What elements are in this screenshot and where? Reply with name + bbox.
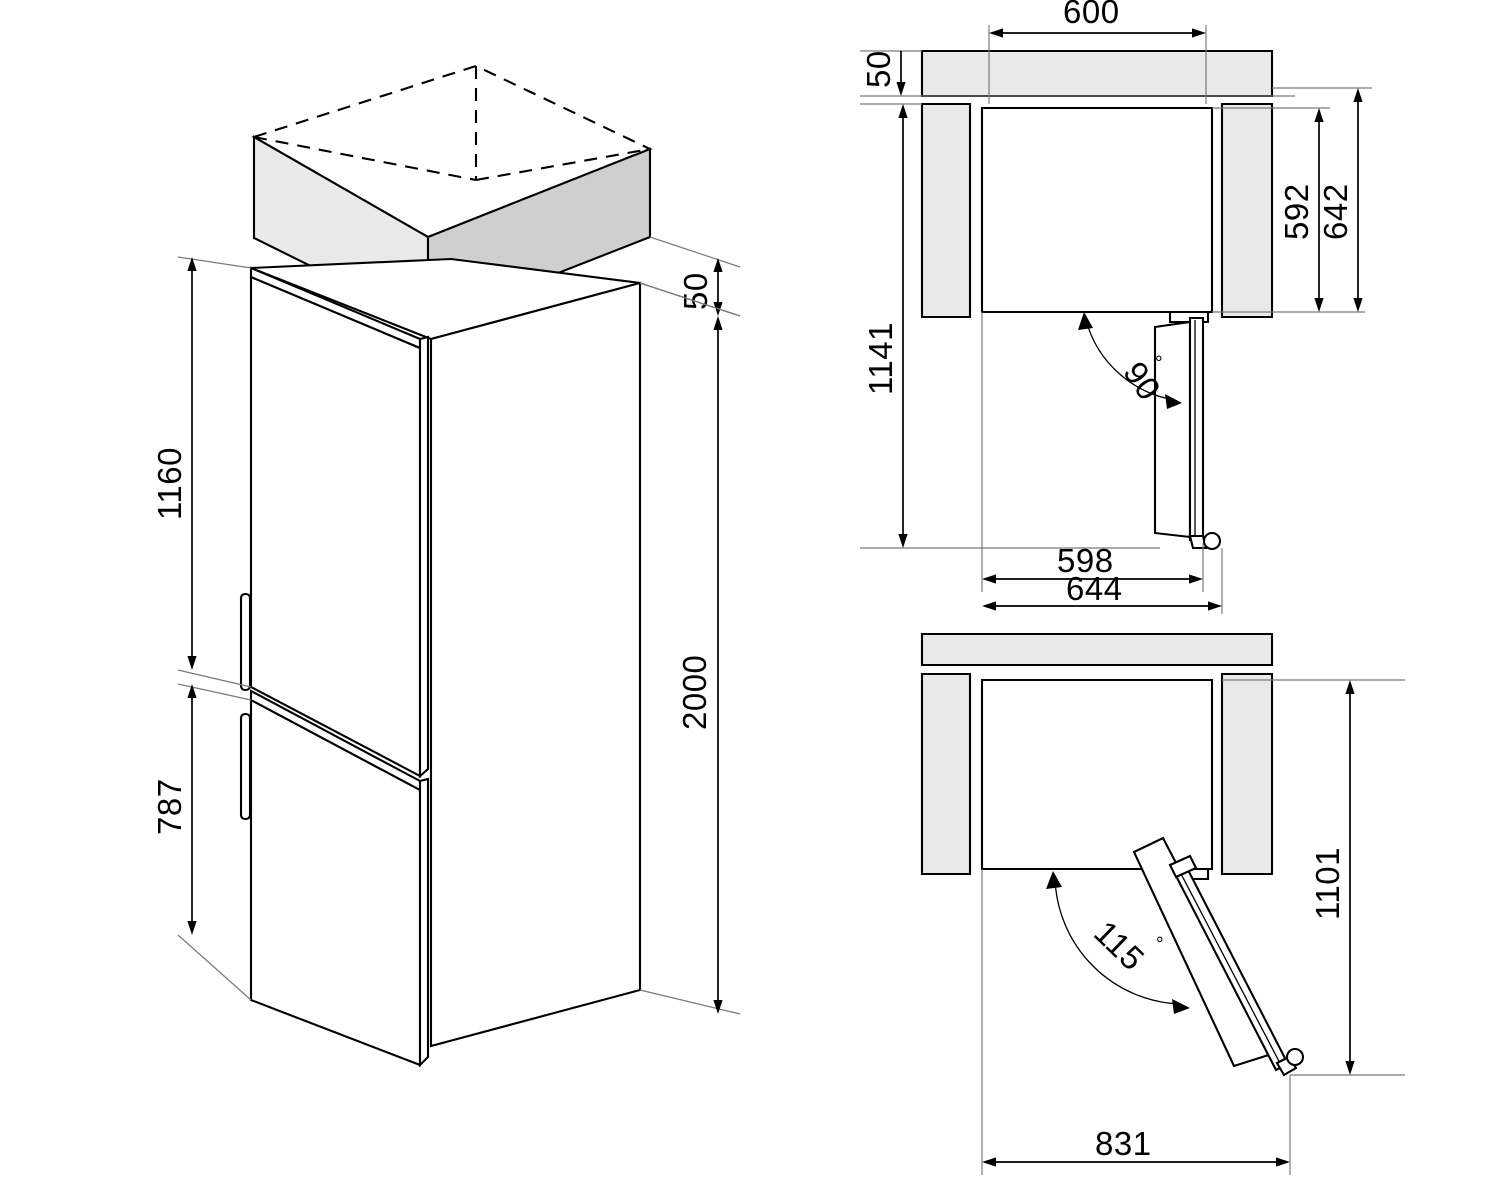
iso-dim-2000-label: 2000 xyxy=(676,655,713,730)
plan2-dim-1101: 1101 xyxy=(1222,679,1405,1076)
plan2-angle-degree-symbol: ° xyxy=(1156,934,1164,955)
plan1-dim-1141: 1141 xyxy=(860,103,1160,549)
fridge-door-right-edge xyxy=(418,335,430,779)
plan1-open-door xyxy=(1153,316,1222,551)
plan2-open-door xyxy=(1132,836,1305,1077)
plan2-top-cabinet-panel xyxy=(920,632,1274,667)
plan2-appliance-body xyxy=(980,678,1214,871)
iso-dim-787: 787 xyxy=(151,683,252,1001)
freezer-door-handle xyxy=(239,712,252,821)
plan2-dim-831-label: 831 xyxy=(1095,1125,1152,1162)
plan2-right-side-panel xyxy=(1220,672,1274,876)
plan2-door-inner-line xyxy=(1178,869,1283,1068)
plan2-dim-831: 831 xyxy=(981,869,1291,1175)
plan1-left-side-panel xyxy=(920,102,972,319)
iso-dim-1160-label: 1160 xyxy=(151,447,188,520)
niche-hidden-inner-left-dashed xyxy=(253,135,477,182)
plan1-dim-600: 600 xyxy=(988,0,1207,104)
iso-dim-50-label: 50 xyxy=(677,272,714,310)
plan2-left-side-panel xyxy=(920,672,972,876)
plan1-dim-592-label: 592 xyxy=(1278,183,1315,240)
plan1-dim-50: 50 xyxy=(860,50,1295,97)
plan2-door-hinge-connector xyxy=(1168,854,1198,879)
iso-dim-787-label: 787 xyxy=(151,778,188,835)
plan1-dim-644-label: 644 xyxy=(1066,570,1123,607)
plan1-angle-degree-symbol: ° xyxy=(1155,353,1163,374)
niche-hidden-inner-right-dashed xyxy=(475,147,651,182)
plan1-dim-1141-label: 1141 xyxy=(862,322,899,395)
plan1-dim-642-label: 642 xyxy=(1317,183,1354,240)
plan1-right-side-panel xyxy=(1220,102,1274,319)
freezer-door-right-edge xyxy=(418,777,430,1068)
door-gap-line xyxy=(250,686,421,777)
plan1-dim-50-label: 50 xyxy=(860,50,897,88)
plan1-dim-642: 642 xyxy=(1272,87,1372,312)
plan1-dim-598: 598 xyxy=(981,312,1204,592)
plan1-dim-592: 592 xyxy=(1212,107,1365,313)
iso-dim-2000: 2000 xyxy=(639,282,741,1015)
fridge-door-handle xyxy=(239,592,252,692)
iso-dim-50: 50 xyxy=(639,236,741,317)
plan1-door-handle-knob xyxy=(1202,531,1222,551)
plan2-door-handle-knob xyxy=(1285,1047,1305,1067)
plan1-dim-598-label: 598 xyxy=(1057,542,1114,579)
plan2-angle-label: 115 xyxy=(1087,913,1152,977)
plan2-dim-1101-label: 1101 xyxy=(1309,847,1346,920)
plan1-dim-644: 644 xyxy=(982,548,1223,614)
iso-dim-1160: 1160 xyxy=(151,256,252,688)
plan1-dim-600-label: 600 xyxy=(1063,0,1120,30)
plan1-door-handle xyxy=(1188,534,1208,550)
